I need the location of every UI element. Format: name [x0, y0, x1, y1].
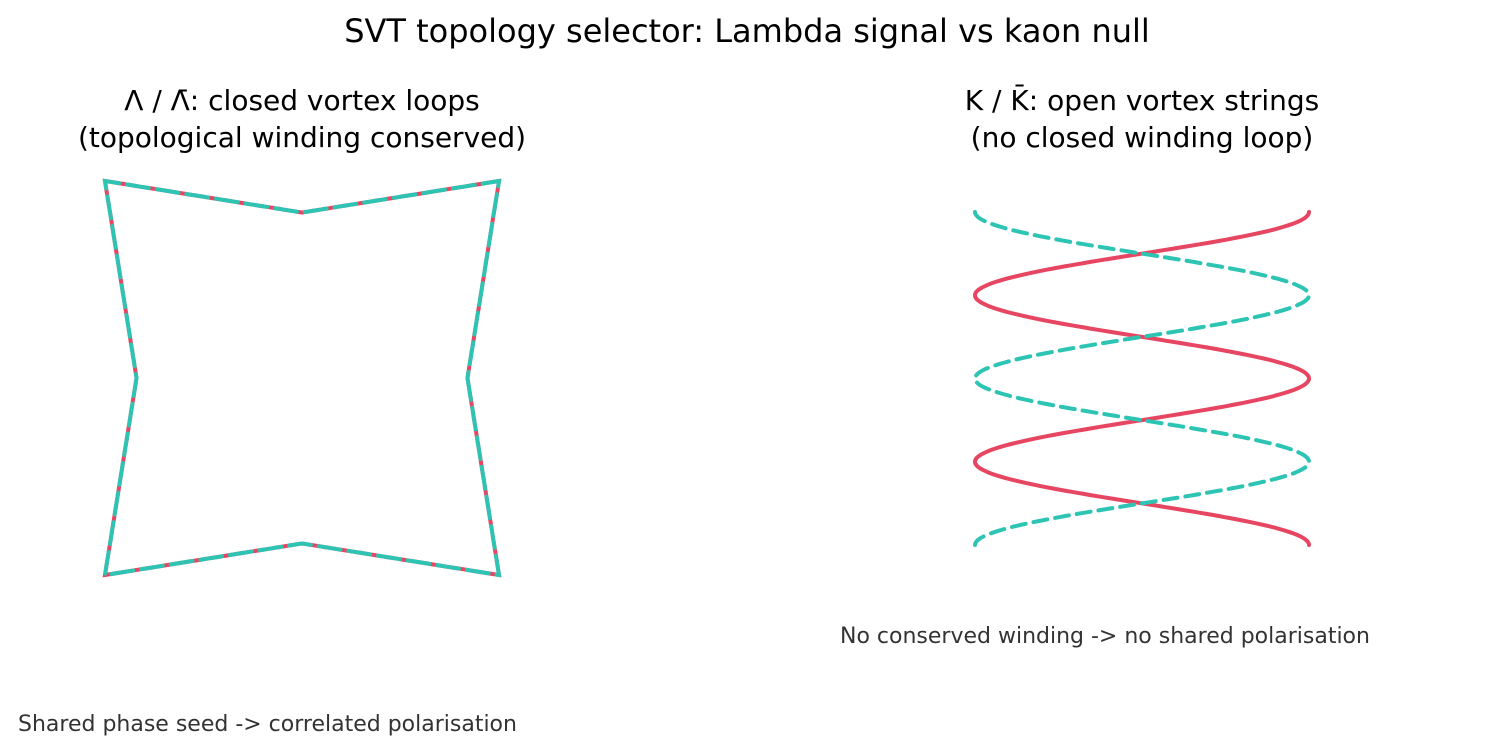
kaon-title-line2: (no closed winding loop): [970, 121, 1314, 154]
loop-teal-strand: [102, 178, 502, 578]
loop-red-strand: [102, 178, 502, 578]
kaon-note: No conserved winding -> no shared polari…: [840, 624, 1370, 649]
kaon-string-teal: [972, 210, 1312, 547]
kaon-panel-title: K / K̄: open vortex strings (no closed w…: [842, 82, 1442, 156]
kaon-string-red: [972, 210, 1312, 547]
lambda-panel-title: Λ / Λ̄: closed vortex loops (topological…: [2, 82, 602, 156]
closed-vortex-loop: [102, 178, 502, 578]
kaon-title-line1: K / K̄: open vortex strings: [964, 84, 1320, 117]
lambda-note: Shared phase seed -> correlated polarisa…: [18, 712, 517, 737]
open-vortex-strings: [972, 210, 1312, 547]
figure-title: SVT topology selector: Lambda signal vs …: [344, 12, 1150, 50]
lambda-title-line1: Λ / Λ̄: closed vortex loops: [124, 84, 480, 117]
lambda-title-line2: (topological winding conserved): [77, 121, 527, 154]
